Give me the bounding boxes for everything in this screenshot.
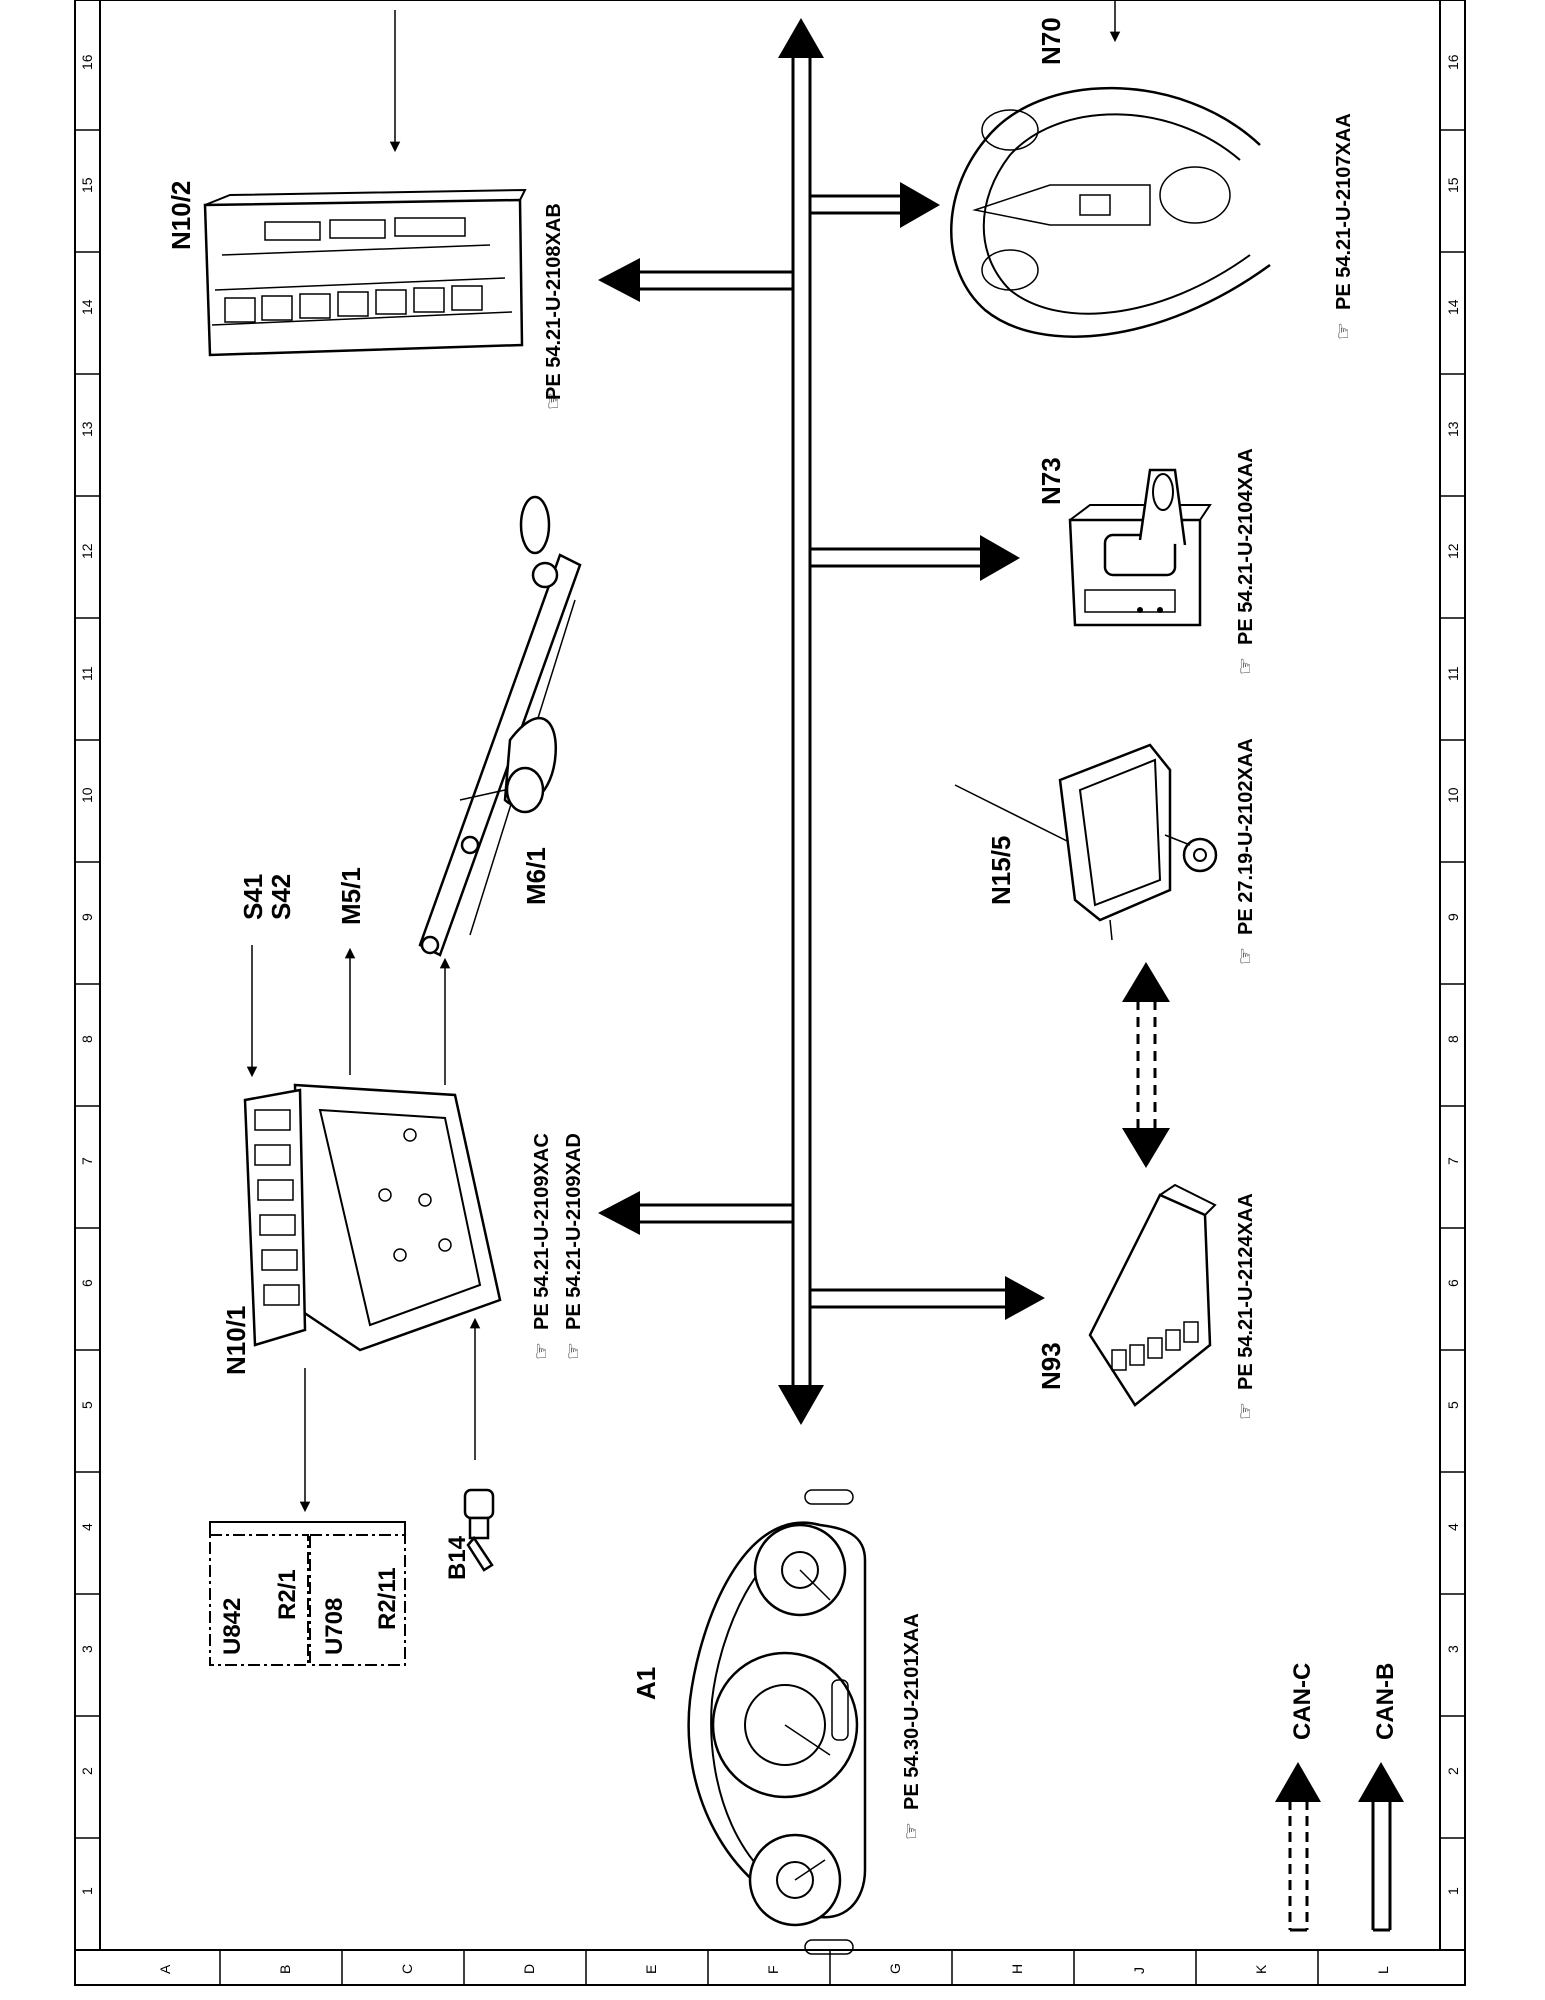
col-label: 7 (1445, 1157, 1461, 1165)
col-label: 11 (79, 666, 95, 681)
n15-5-label: N15/5 (986, 836, 1016, 905)
col-label: 1 (1445, 1887, 1461, 1895)
n10-2-module (203, 10, 527, 357)
n70-ref: PE 54.21-U-2107XAA (1333, 113, 1355, 310)
row-label: A (157, 1964, 173, 1974)
col-label: 13 (1445, 421, 1461, 437)
n15-5-gear-selector (954, 743, 1218, 941)
col-label: 8 (79, 1035, 95, 1043)
pointing-hand-icon: ☞ (1235, 1402, 1257, 1420)
n10-2-ref: PE 54.21-U-2108XAB (543, 203, 565, 400)
row-label: D (521, 1964, 537, 1974)
s41-label: S41 (238, 874, 268, 920)
row-labels-bottom: A B C D E F G H J K L (157, 1963, 1391, 1974)
load-r2-11-label: R2/11 (374, 1567, 401, 1630)
pointing-hand-icon: ☞ (563, 1342, 585, 1360)
col-label: 12 (1445, 543, 1461, 559)
row-label: L (1375, 1966, 1391, 1974)
pointing-hand-icon: ☞ (1333, 322, 1355, 340)
m6-1-label: M6/1 (521, 847, 551, 905)
col-label: 6 (1445, 1279, 1461, 1287)
can-c-link (1122, 962, 1170, 1168)
col-label: 3 (79, 1645, 95, 1653)
n70-steering-buttons (950, 0, 1271, 338)
n70-label: N70 (1036, 17, 1066, 65)
pointing-hand-icon: ☞ (543, 392, 565, 410)
n10-1-module (243, 1083, 502, 1352)
row-label: H (1009, 1964, 1025, 1974)
n10-1-ref-2: PE 54.21-U-2109XAD (563, 1133, 585, 1330)
m5-1-label: M5/1 (336, 867, 366, 925)
row-label: C (399, 1964, 415, 1974)
column-labels-right: 1 2 3 4 5 6 7 8 9 10 11 12 13 14 15 16 (1445, 54, 1461, 1895)
n15-5-ref: PE 27.19-U-2102XAA (1235, 738, 1257, 935)
legend-can-c-label: CAN-C (1289, 1663, 1316, 1740)
n73-ignition-switch (1068, 468, 1212, 627)
col-label: 16 (1445, 54, 1461, 70)
col-label: 5 (79, 1401, 95, 1409)
n73-ref: PE 54.21-U-2104XAA (1235, 448, 1257, 645)
n93-label: N93 (1036, 1342, 1066, 1390)
pointing-hand-icon: ☞ (901, 1822, 923, 1840)
legend-can-b-label: CAN-B (1372, 1663, 1399, 1740)
col-label: 14 (1445, 299, 1461, 315)
col-label: 2 (1445, 1767, 1461, 1775)
pointing-hand-icon: ☞ (531, 1342, 553, 1360)
a1-label: A1 (631, 1667, 661, 1700)
col-label: 9 (1445, 913, 1461, 921)
row-label: G (887, 1963, 903, 1974)
row-label: E (643, 1965, 659, 1974)
b14-label: B14 (444, 1535, 471, 1580)
grid-left-ticks (75, 129, 1465, 1839)
s42-label: S42 (266, 874, 296, 920)
row-label: K (1253, 1964, 1269, 1974)
col-label: 13 (79, 421, 95, 437)
col-label: 12 (79, 543, 95, 559)
col-label: 15 (1445, 177, 1461, 193)
row-label: F (765, 1965, 781, 1974)
border-frame (74, 0, 1466, 1986)
n73-label: N73 (1036, 457, 1066, 505)
col-label: 1 (79, 1887, 95, 1895)
grid-bottom-ticks (219, 1950, 1319, 1985)
col-label: 8 (1445, 1035, 1461, 1043)
col-label: 7 (79, 1157, 95, 1165)
legend (1275, 1762, 1404, 1932)
loads-group (209, 1521, 406, 1666)
column-labels-left: 1 2 3 4 5 6 7 8 9 10 11 12 13 14 15 16 (79, 54, 95, 1895)
n93-ref: PE 54.21-U-2124XAA (1235, 1193, 1257, 1390)
n93-module (1088, 1183, 1217, 1407)
n10-1-label: N10/1 (221, 1306, 251, 1375)
col-label: 15 (79, 177, 95, 193)
m6-1-wiper-linkage (418, 495, 582, 957)
load-u842-label: U842 (219, 1598, 246, 1655)
col-label: 14 (79, 299, 95, 315)
col-label: 10 (79, 787, 95, 803)
row-label: J (1131, 1967, 1147, 1974)
can-b-legend-arrow-icon (1358, 1762, 1404, 1802)
can-c-legend-arrow-icon (1275, 1762, 1321, 1802)
pointing-hand-icon: ☞ (1235, 657, 1257, 675)
col-label: 3 (1445, 1645, 1461, 1653)
col-label: 4 (1445, 1523, 1461, 1531)
col-label: 16 (79, 54, 95, 70)
can-b-bus (598, 18, 1045, 1425)
col-label: 2 (79, 1767, 95, 1775)
col-label: 10 (1445, 787, 1461, 803)
b14-sensor (463, 1488, 495, 1572)
n10-2-label: N10/2 (166, 181, 196, 250)
a1-ref: PE 54.30-U-2101XAA (901, 1613, 923, 1810)
col-label: 6 (79, 1279, 95, 1287)
load-r2-1-label: R2/1 (274, 1569, 301, 1620)
a1-instrument-cluster (687, 1489, 867, 1955)
col-label: 9 (79, 913, 95, 921)
n10-1-ref-1: PE 54.21-U-2109XAC (531, 1133, 553, 1330)
row-label: B (277, 1965, 293, 1974)
load-u708-label: U708 (321, 1598, 348, 1655)
col-label: 11 (1445, 666, 1461, 681)
pointing-hand-icon: ☞ (1235, 947, 1257, 965)
col-label: 4 (79, 1523, 95, 1531)
col-label: 5 (1445, 1401, 1461, 1409)
